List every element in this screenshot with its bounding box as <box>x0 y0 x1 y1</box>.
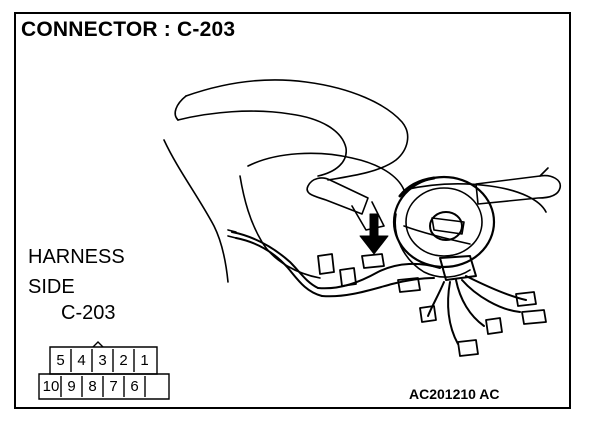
diagram-frame <box>14 12 571 409</box>
connector-b <box>339 267 357 287</box>
left-stalk <box>306 177 369 215</box>
clock-spring-ring <box>405 187 483 257</box>
dash-lower-edge <box>163 139 229 283</box>
right-stalk <box>475 174 562 205</box>
wire-to-bottom <box>447 281 459 345</box>
connector-a <box>317 253 335 275</box>
clock-spring-connector <box>439 255 477 281</box>
figure-id: AC201210 AC <box>409 386 500 402</box>
wire-main-1 <box>231 231 319 289</box>
connector-f <box>485 317 503 335</box>
wire-main-4 <box>321 277 435 298</box>
connector-e <box>419 305 437 323</box>
pointer-arrow <box>359 213 389 255</box>
connector-pin-face: 5 4 3 2 1 10 9 8 7 6 <box>35 341 175 403</box>
left-stalk-base <box>351 201 385 231</box>
column-rear <box>403 183 547 213</box>
clock-spring-hub <box>429 211 463 241</box>
diagram-title: CONNECTOR : C-203 <box>21 18 236 41</box>
clock-spring-body <box>394 213 471 278</box>
pin-6: 6 <box>130 378 139 395</box>
wire-main-2 <box>235 237 323 297</box>
dash-outline-inner <box>177 110 347 177</box>
dash-left-curve <box>174 95 187 121</box>
wire-end-a <box>227 229 237 239</box>
pin-8: 8 <box>88 378 97 395</box>
pin-5: 5 <box>56 352 65 369</box>
wire-main-3 <box>317 262 441 290</box>
wire-to-right-3 <box>465 275 527 301</box>
column-upper-shell <box>247 152 405 191</box>
pin-9: 9 <box>67 378 76 395</box>
pin-7: 7 <box>109 378 118 395</box>
harness-label-line1: HARNESS <box>28 246 125 268</box>
pin-2: 2 <box>119 352 128 369</box>
wire-to-right-2 <box>461 279 521 313</box>
harness-side-label: HARNESS SIDE <box>28 242 125 302</box>
wire-to-left-lower <box>427 281 445 317</box>
clock-spring-outer <box>392 175 496 269</box>
pin-4: 4 <box>77 352 86 369</box>
right-stalk-tip <box>539 167 549 177</box>
clock-spring-hub-tab <box>431 217 465 235</box>
dash-outline <box>185 79 409 181</box>
pin-10: 10 <box>42 378 60 395</box>
pin-1: 1 <box>140 352 149 369</box>
wire-to-right-1 <box>455 279 485 327</box>
connector-d <box>397 277 421 293</box>
connector-i <box>457 339 479 357</box>
column-rear-lower <box>403 225 471 245</box>
connector-c <box>361 253 385 269</box>
harness-connector-code: C-203 <box>61 302 116 324</box>
connector-g <box>521 309 547 325</box>
clock-spring-cover <box>398 176 436 198</box>
connector-face-outline <box>38 341 170 400</box>
harness-label-line2: SIDE <box>28 276 75 298</box>
pin-3: 3 <box>98 352 107 369</box>
connector-h <box>515 291 537 307</box>
